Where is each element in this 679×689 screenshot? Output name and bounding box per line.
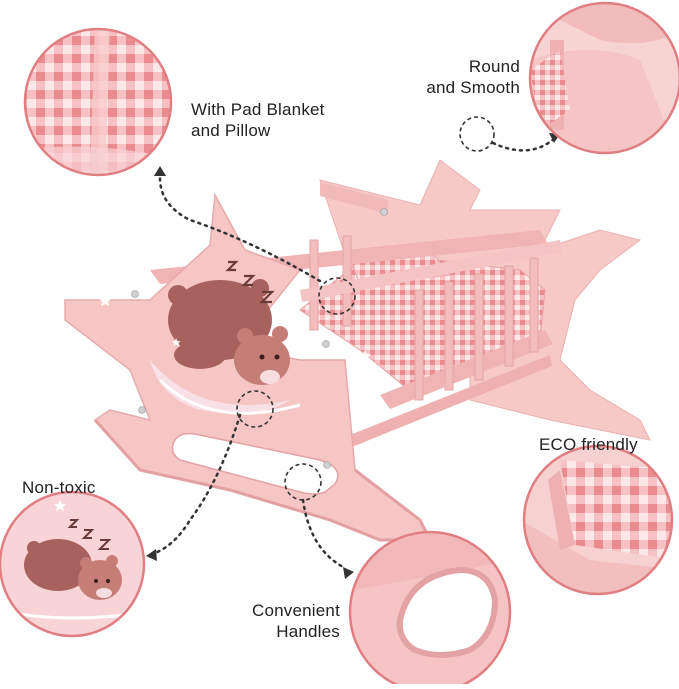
label-pad-line1: With Pad Blanket bbox=[191, 100, 325, 119]
label-round-line1: Round bbox=[468, 57, 520, 76]
callout-handles bbox=[350, 532, 510, 689]
callout-eco-friendly bbox=[524, 446, 672, 594]
callout-non-toxic bbox=[0, 492, 144, 636]
label-pad-blanket: With Pad Blanket and Pillow bbox=[191, 99, 325, 141]
label-eco-line1: ECO friendly bbox=[539, 435, 638, 454]
label-handles-line1: Convenient bbox=[251, 601, 340, 620]
label-handles: Convenient Handles bbox=[232, 600, 340, 642]
callout-pad-blanket bbox=[25, 29, 171, 175]
dotted-connectors bbox=[153, 136, 557, 570]
handle-cutout bbox=[171, 432, 339, 495]
label-eco-friendly: ECO friendly bbox=[539, 434, 638, 455]
label-nontoxic-line1: Non-toxic bbox=[22, 478, 96, 497]
label-pad-line2: and Pillow bbox=[191, 121, 271, 140]
label-non-toxic: Non-toxic bbox=[22, 477, 96, 498]
label-round-line2: and Smooth bbox=[426, 78, 520, 97]
label-round-smooth: Round and Smooth bbox=[406, 56, 520, 98]
label-handles-line2: Handles bbox=[276, 622, 340, 641]
